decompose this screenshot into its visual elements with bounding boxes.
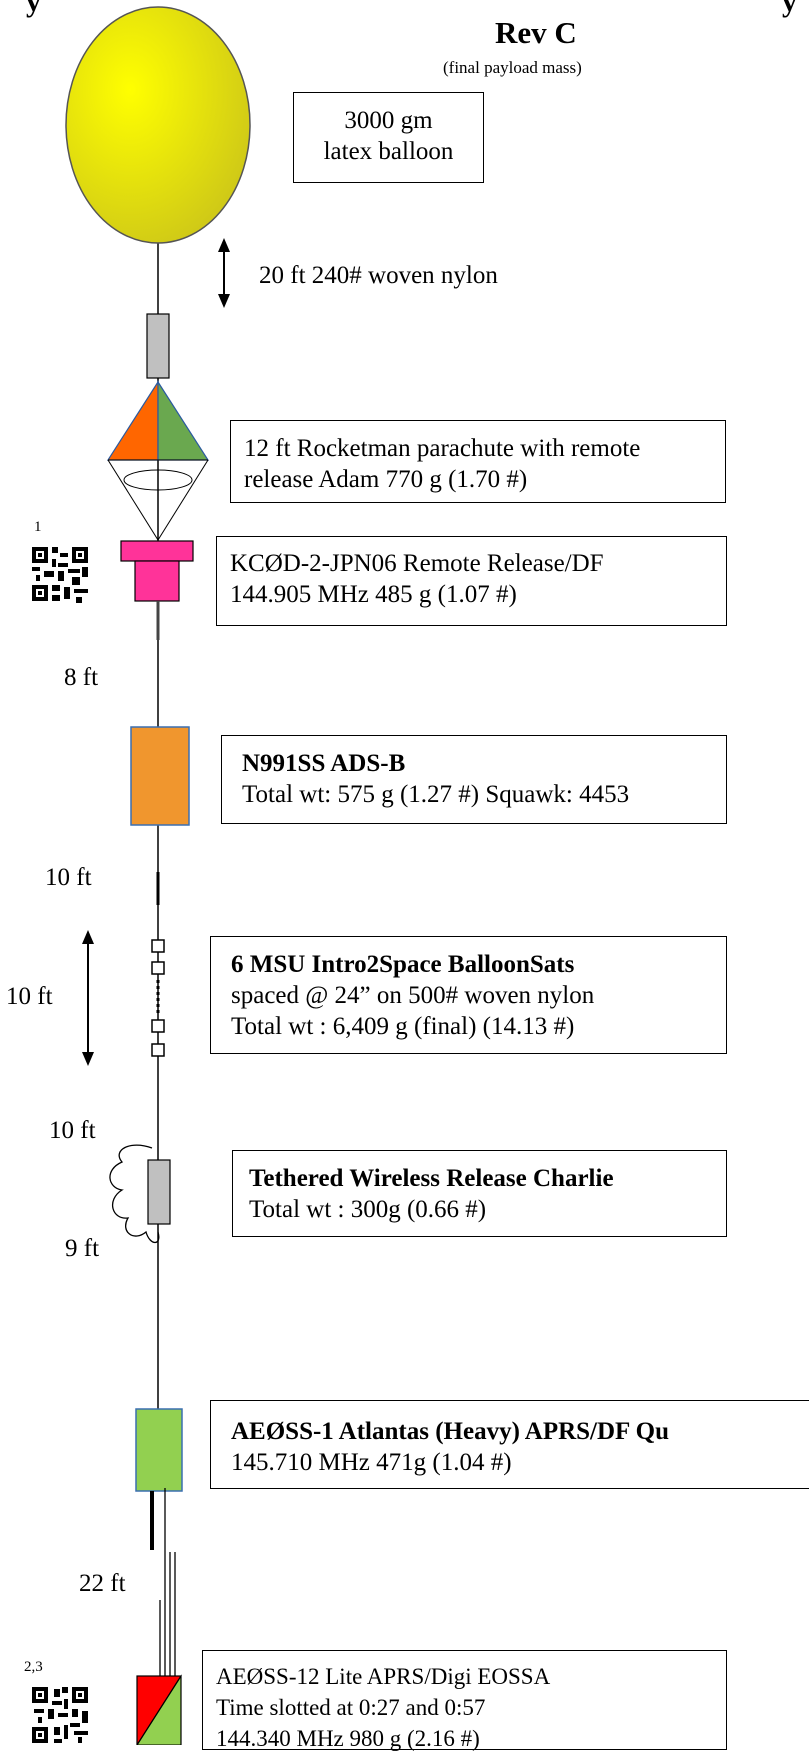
balloonsats-weight: Total wt : 6,409 g (final) (14.13 #) <box>231 1013 575 1040</box>
balloonsats-length-arrow <box>82 930 94 1066</box>
revision-note: (final payload mass) <box>443 58 582 77</box>
wireless-release-title: Tethered Wireless Release Charlie <box>249 1165 614 1192</box>
spacing-22ft: 22 ft <box>79 1570 126 1597</box>
aeoss12-label-box: AEØSS-12 Lite APRS/Digi EOSSA Time slott… <box>202 1650 727 1751</box>
aeoss12-line1: AEØSS-12 Lite APRS/Digi EOSSA <box>216 1664 551 1689</box>
parachute-label-line1: 12 ft Rocketman parachute with remote <box>244 435 641 462</box>
balloon-label-box: 3000 gm latex balloon <box>293 92 484 183</box>
wireless-release-label-box: Tethered Wireless Release Charlie Total … <box>232 1150 727 1237</box>
qr-code-icon <box>30 1685 90 1745</box>
adsb-label-box: N991SS ADS-B Total wt: 575 g (1.27 #) Sq… <box>221 735 727 824</box>
balloonsats-spacing: spaced @ 24” on 500# woven nylon <box>231 982 595 1009</box>
release-df-label-box: KCØD-2-JPN06 Remote Release/DF 144.905 M… <box>216 536 727 626</box>
spacing-9ft: 9 ft <box>65 1235 100 1262</box>
spacing-10ft-b: 10 ft <box>6 983 53 1010</box>
balloon-shape <box>65 6 251 244</box>
footnote-1: 1 <box>34 519 42 535</box>
release-df-line1: KCØD-2-JPN06 Remote Release/DF <box>230 550 604 577</box>
tether-length-arrow <box>218 238 230 308</box>
balloon-label-line1: 3000 gm <box>344 107 433 134</box>
header-fragment-left: y <box>26 0 41 18</box>
spacing-10ft-c: 10 ft <box>49 1117 96 1144</box>
spacing-10ft-a: 10 ft <box>45 864 92 891</box>
wireless-release-shape <box>147 1159 171 1225</box>
header-fragment-right: y <box>782 0 797 18</box>
balloonsats-label-box: 6 MSU Intro2Space BalloonSats spaced @ 2… <box>210 936 727 1054</box>
aeoss1-payload-shape <box>135 1408 183 1492</box>
aeoss12-payload-shape <box>136 1674 182 1745</box>
aeoss1-label-box: AEØSS-1 Atlantas (Heavy) APRS/DF Qu 145.… <box>210 1400 809 1489</box>
aeoss12-line2: Time slotted at 0:27 and 0:57 <box>216 1695 486 1720</box>
footnote-2-3: 2,3 <box>24 1659 43 1675</box>
remote-release-shape <box>120 540 194 640</box>
balloonsats-title: 6 MSU Intro2Space BalloonSats <box>231 951 575 978</box>
swivel-block <box>146 313 170 379</box>
revision-title: Rev C <box>495 15 577 50</box>
adsb-weight: Total wt: 575 g (1.27 #) Squawk: 4453 <box>242 781 630 808</box>
aeoss12-line3: 144.340 MHz 980 g (2.16 #) <box>216 1726 480 1751</box>
aeoss1-title: AEØSS-1 Atlantas (Heavy) APRS/DF Qu <box>231 1418 670 1445</box>
release-df-line2: 144.905 MHz 485 g (1.07 #) <box>230 581 517 608</box>
parachute-label-line2: release Adam 770 g (1.70 #) <box>244 466 528 493</box>
spacing-8ft: 8 ft <box>64 664 99 691</box>
parachute-shape <box>106 379 210 541</box>
tether-label: 20 ft 240# woven nylon <box>259 262 498 289</box>
adsb-title: N991SS ADS-B <box>242 750 406 777</box>
balloon-label-line2: latex balloon <box>323 138 454 165</box>
parachute-label-box: 12 ft Rocketman parachute with remote re… <box>230 420 726 503</box>
slack-tether-shape <box>109 1144 160 1244</box>
aeoss1-freq-weight: 145.710 MHz 471g (1.04 #) <box>231 1449 512 1476</box>
qr-code-icon <box>30 545 90 603</box>
adsb-payload-shape <box>130 726 190 826</box>
wireless-release-weight: Total wt : 300g (0.66 #) <box>249 1196 487 1223</box>
balloonsats-shape <box>151 939 165 1057</box>
